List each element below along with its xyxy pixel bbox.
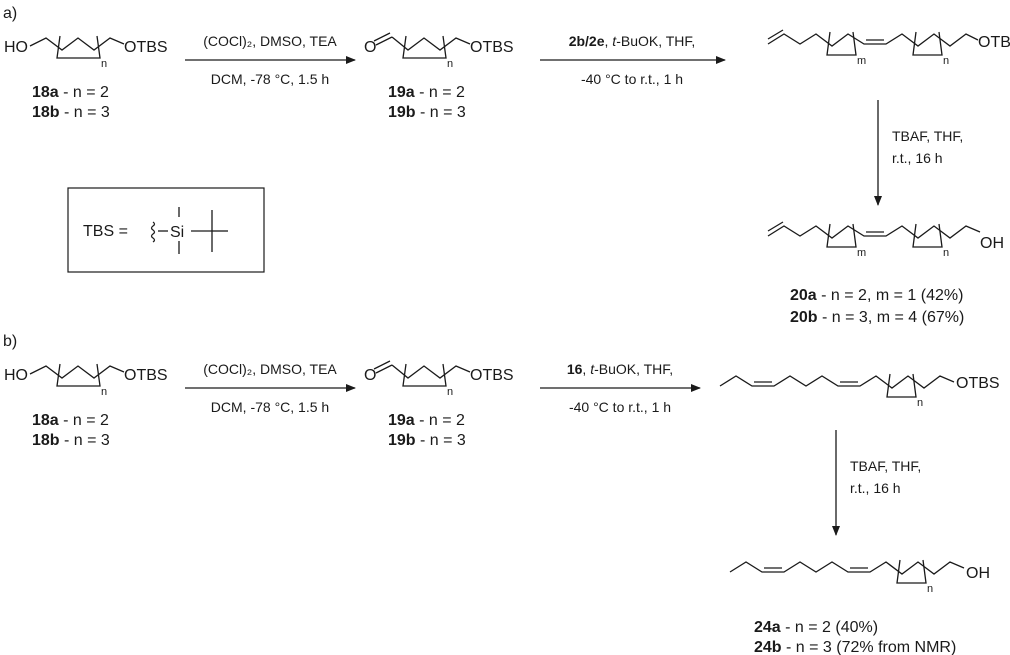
hydroxyl-label: HO xyxy=(4,367,28,384)
panel-b: b) HO n OTBS 18a - n = 2 18b - n = 3 (CO… xyxy=(3,333,1000,655)
repeat-bracket xyxy=(402,363,447,387)
repeat-index-n: n xyxy=(943,247,949,259)
hydroxyl-label: OH xyxy=(980,235,1004,252)
wittig-reagents: 2b/2e, t-BuOK, THF, xyxy=(569,33,696,49)
attachment-wavy-bond xyxy=(150,221,156,243)
compound-19b-label: 19b - n = 3 xyxy=(388,432,466,449)
terminal-alkene-double-bond xyxy=(767,29,784,40)
repeat-bracket xyxy=(56,35,101,59)
swern-conditions: DCM, -78 °C, 1.5 h xyxy=(211,71,329,87)
compound-20b-label: 20b - n = 3, m = 4 (67%) xyxy=(790,309,964,326)
wittig-reagents: 16, t-BuOK, THF, xyxy=(567,361,673,377)
wittig-conditions: -40 °C to r.t., 1 h xyxy=(581,71,683,87)
aldehyde-chain-bond xyxy=(391,36,471,51)
compound-19b-label: 19b - n = 3 xyxy=(388,104,466,121)
deprotection-conditions: r.t., 16 h xyxy=(850,480,901,496)
panel-b-starting-material: HO n OTBS 18a - n = 2 18b - n = 3 xyxy=(4,363,168,449)
repeat-index-n: n xyxy=(447,386,453,398)
alkyl-chain-bond xyxy=(29,365,125,379)
carbonyl-double-bond-2 xyxy=(373,32,391,42)
repeat-index-n: n xyxy=(101,58,107,70)
tbs-definition-box: TBS = Si xyxy=(67,187,265,273)
carbonyl-double-bond-2 xyxy=(373,360,391,370)
repeat-bracket xyxy=(402,35,447,59)
panel-a-aldehyde: O n OTBS 19a - n = 2 19b - n = 3 xyxy=(364,32,514,121)
swern-reagents: (COCl)₂, DMSO, TEA xyxy=(203,361,337,377)
panel-a-final-alcohol: m n OH 20a - n = 2, m = 1 (42%) 20b - n … xyxy=(767,221,1004,326)
compound-24a-label: 24a - n = 2 (40%) xyxy=(754,619,878,636)
carbonyl-oxygen-label: O xyxy=(364,367,376,384)
swern-reagents: (COCl)₂, DMSO, TEA xyxy=(203,33,337,49)
dienol-chain-bond xyxy=(729,561,965,575)
panel-a: a) HO n OTBS 18a - n = 2 18b - n = 3 (CO… xyxy=(3,5,1010,326)
otbs-label: OTBS xyxy=(956,375,1000,392)
repeat-bracket-n xyxy=(912,31,943,56)
compound-18a-label: 18a - n = 2 xyxy=(32,84,109,101)
carbonyl-double-bond xyxy=(375,364,393,374)
panel-b-label: b) xyxy=(3,333,17,350)
otbs-label: OTBS xyxy=(470,367,514,384)
tbs-box-frame xyxy=(67,187,265,273)
hydroxyl-label: HO xyxy=(4,39,28,56)
deprotection-conditions: r.t., 16 h xyxy=(892,150,943,166)
hydroxyl-label: OH xyxy=(966,565,990,582)
repeat-index-n: n xyxy=(943,55,949,67)
repeat-index-n: n xyxy=(101,386,107,398)
compound-18b-label: 18b - n = 3 xyxy=(32,432,110,449)
repeat-bracket-m xyxy=(826,223,857,248)
compound-18b-label: 18b - n = 3 xyxy=(32,104,110,121)
deprotection-reagents: TBAF, THF, xyxy=(892,128,963,144)
aldehyde-chain-bond xyxy=(391,364,471,379)
repeat-bracket-n xyxy=(886,373,917,398)
deprotection-reagents: TBAF, THF, xyxy=(850,458,921,474)
alkyl-chain-bond xyxy=(29,37,125,51)
carbonyl-oxygen-label: O xyxy=(364,39,376,56)
compound-19a-label: 19a - n = 2 xyxy=(388,84,465,101)
otbs-label: OTBS xyxy=(470,39,514,56)
carbonyl-double-bond xyxy=(375,36,393,46)
repeat-bracket-n xyxy=(912,223,943,248)
panel-a-label: a) xyxy=(3,5,17,22)
compound-24b-label: 24b - n = 3 (72% from NMR) xyxy=(754,639,956,655)
repeat-index-n: n xyxy=(447,58,453,70)
panel-b-protected-diene: n OTBS xyxy=(719,373,1000,409)
repeat-bracket xyxy=(56,363,101,387)
panel-a-starting-material: HO n OTBS 18a - n = 2 18b - n = 3 xyxy=(4,35,168,121)
panel-b-final-alcohol: n OH 24a - n = 2 (40%) 24b - n = 3 (72% … xyxy=(729,559,990,655)
dienol-chain-bond xyxy=(767,225,981,239)
panel-a-protected-diene: m n OTBS xyxy=(767,29,1010,67)
repeat-bracket-m xyxy=(826,31,857,56)
diene-chain-bond xyxy=(719,375,955,389)
otbs-label: OTBS xyxy=(124,39,168,56)
diene-chain-bond xyxy=(767,33,979,47)
otbs-label: OTBS xyxy=(124,367,168,384)
tbs-label: TBS = xyxy=(83,223,128,240)
repeat-index-m: m xyxy=(857,55,866,67)
repeat-bracket-n xyxy=(896,559,927,584)
wittig-conditions: -40 °C to r.t., 1 h xyxy=(569,399,671,415)
repeat-index-n: n xyxy=(917,397,923,409)
terminal-alkene-double-bond xyxy=(767,221,784,232)
compound-19a-label: 19a - n = 2 xyxy=(388,412,465,429)
silicon-label: Si xyxy=(170,224,184,241)
swern-conditions: DCM, -78 °C, 1.5 h xyxy=(211,399,329,415)
compound-20a-label: 20a - n = 2, m = 1 (42%) xyxy=(790,287,963,304)
otbs-label: OTBS xyxy=(978,34,1010,51)
repeat-index-m: m xyxy=(857,247,866,259)
repeat-index-n: n xyxy=(927,583,933,595)
panel-b-aldehyde: O n OTBS 19a - n = 2 19b - n = 3 xyxy=(364,360,514,449)
compound-18a-label: 18a - n = 2 xyxy=(32,412,109,429)
